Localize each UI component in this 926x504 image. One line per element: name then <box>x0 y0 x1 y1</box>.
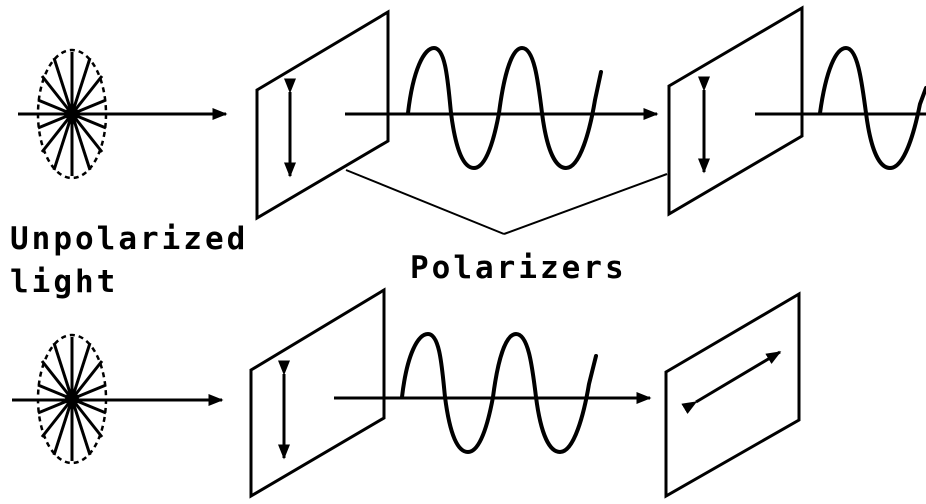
polarizers-callout-lines <box>345 169 668 235</box>
polarizer-2-bottom-crossed <box>664 291 801 499</box>
polarizer-1-top <box>255 9 390 221</box>
unpolarized-source-top <box>36 48 108 180</box>
polarizer-1-bottom <box>249 287 386 499</box>
polarizer-2-top <box>667 5 804 217</box>
polarized-wave-top <box>406 45 603 171</box>
polarizers-label: Polarizers <box>410 250 627 286</box>
unpolarized-light-label-line2: light <box>10 264 119 300</box>
polarized-wave-bottom <box>400 331 598 455</box>
unpolarized-light-label-line1: Unpolarized <box>10 221 249 257</box>
transmitted-wave-top <box>818 45 926 171</box>
